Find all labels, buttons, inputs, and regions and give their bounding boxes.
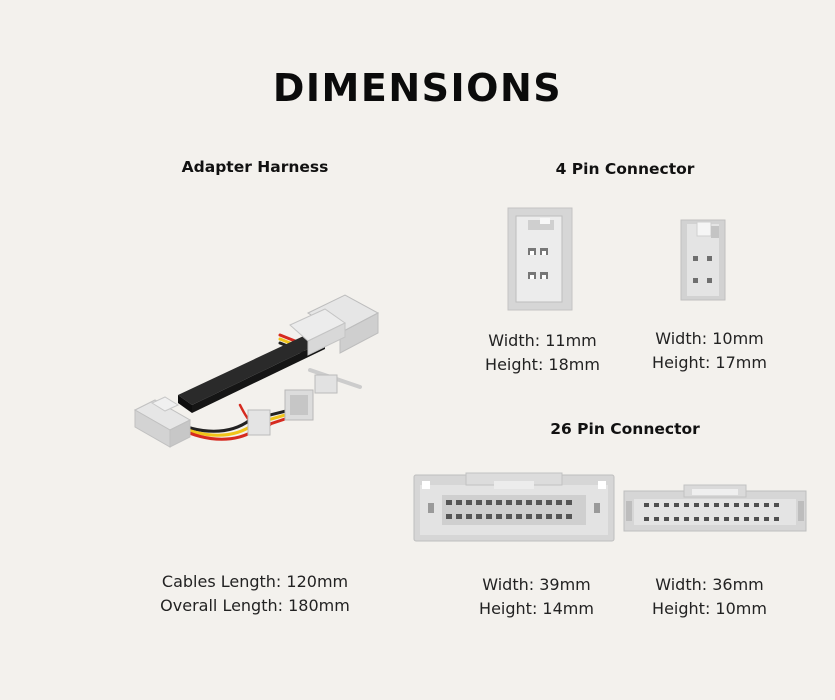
four-pin-left-height: Height: 18mm [485, 355, 600, 374]
page-title: DIMENSIONS [272, 66, 563, 110]
twenty-six-pin-heading: 26 Pin Connector [550, 420, 700, 438]
adapter-harness-image [133, 294, 380, 448]
four-pin-connector-back-image [680, 219, 726, 301]
twenty-six-pin-right-width: Width: 36mm [655, 575, 764, 594]
twenty-six-pin-left-width: Width: 39mm [482, 575, 591, 594]
four-pin-right-width: Width: 10mm [655, 329, 764, 348]
four-pin-left-width: Width: 11mm [488, 331, 597, 350]
adapter-harness-heading: Adapter Harness [181, 158, 329, 176]
twenty-six-pin-right-height: Height: 10mm [652, 599, 767, 618]
twenty-six-pin-connector-back-image [623, 484, 807, 532]
twenty-six-pin-left-height: Height: 14mm [479, 599, 594, 618]
four-pin-heading: 4 Pin Connector [555, 160, 695, 178]
four-pin-connector-front-image [507, 207, 573, 311]
twenty-six-pin-connector-front-image [413, 472, 615, 542]
cables-length-text: Cables Length: 120mm [161, 572, 349, 591]
overall-length-text: Overall Length: 180mm [160, 596, 350, 615]
four-pin-right-height: Height: 17mm [652, 353, 767, 372]
